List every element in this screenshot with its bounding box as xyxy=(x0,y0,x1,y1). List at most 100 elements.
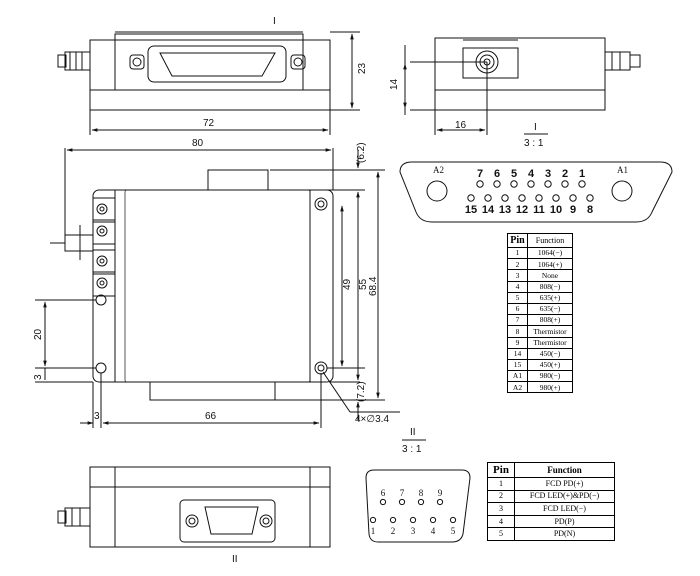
function-cell: FCD PD(+) xyxy=(514,477,615,491)
pin-number: 7 xyxy=(400,488,405,498)
function-cell: Thermistor xyxy=(527,336,573,349)
pin-cell: 14 xyxy=(507,347,528,360)
pin-number: 11 xyxy=(533,204,545,216)
pin-number: 1 xyxy=(579,168,585,180)
pin-number: 3 xyxy=(545,168,551,180)
pin-number: 2 xyxy=(562,168,568,180)
pin-number: 5 xyxy=(511,168,517,180)
pin-hole xyxy=(467,194,475,202)
dim-side-height: 14 xyxy=(389,78,400,90)
pin-hole xyxy=(535,194,543,202)
pin-hole xyxy=(586,194,594,202)
function-cell: None xyxy=(527,269,573,282)
dim-top-gap: (6.2) xyxy=(356,142,367,163)
connector-detail-1 xyxy=(399,161,673,223)
pin-hole xyxy=(569,194,577,202)
pin-cell: 7 xyxy=(507,314,528,327)
dim-main-inner-width: 66 xyxy=(205,411,217,422)
function-cell: 1064(+) xyxy=(527,258,573,271)
pin-cell: 9 xyxy=(507,336,528,349)
pin-cell: 3 xyxy=(487,502,515,516)
pin-number: 8 xyxy=(419,488,424,498)
pin-cell: 4 xyxy=(507,280,528,293)
pin-hole xyxy=(476,180,484,188)
function-cell: 450(+) xyxy=(527,358,573,372)
function-cell: 808(+) xyxy=(527,314,573,327)
side-view xyxy=(403,37,641,135)
pin-hole xyxy=(409,516,417,524)
pin-cell: 1 xyxy=(507,246,528,260)
pin-number: 12 xyxy=(516,204,528,216)
bottom-view xyxy=(57,466,331,548)
pin-cell: 5 xyxy=(507,291,528,304)
detail2-scale: 3 : 1 xyxy=(402,444,422,455)
pin-number: 8 xyxy=(587,204,593,216)
pin-hole xyxy=(501,194,509,202)
connector1-left-label: A2 xyxy=(433,165,444,175)
detail1-label: I xyxy=(534,122,537,133)
pin-hole xyxy=(544,180,552,188)
connector2-pin-holes xyxy=(369,498,457,524)
bottom-view-label: II xyxy=(232,554,238,565)
pin-number: 2 xyxy=(391,526,396,536)
pin-number: 1 xyxy=(371,526,376,536)
pin-number: 5 xyxy=(451,526,456,536)
dim-hole-pitch: 20 xyxy=(33,328,44,340)
pin-hole xyxy=(369,516,377,524)
function-cell: 980(−) xyxy=(527,370,573,383)
pin-number: 13 xyxy=(499,204,511,216)
pin-cell: 1 xyxy=(487,477,515,491)
function-cell: 980(+) xyxy=(527,381,573,394)
pin-cell: A1 xyxy=(507,370,528,383)
function-cell: FCD LED(−) xyxy=(514,502,615,516)
dim-top-width: 72 xyxy=(203,118,215,129)
dim-bottom-gap: (7.2) xyxy=(356,381,367,402)
pin-hole xyxy=(561,180,569,188)
pin-hole xyxy=(493,180,501,188)
dim-holes: 4×∅3.4 xyxy=(355,414,389,425)
top-view-label: I xyxy=(273,16,276,27)
pin-number: 9 xyxy=(438,488,443,498)
pin-hole xyxy=(578,180,586,188)
main-view xyxy=(35,148,400,428)
function-cell: Thermistor xyxy=(527,325,573,338)
pin-hole xyxy=(518,194,526,202)
pin-cell: 2 xyxy=(507,258,528,271)
pin-number: 15 xyxy=(465,204,477,216)
pin-hole xyxy=(436,498,444,506)
connector1-right-label: A1 xyxy=(617,165,628,175)
pin-hole xyxy=(389,516,397,524)
pin-cell: 6 xyxy=(507,302,528,316)
function-cell: PD(N) xyxy=(514,527,615,541)
top-view xyxy=(57,31,360,135)
pin-cell: 15 xyxy=(507,358,528,372)
function-cell: 635(+) xyxy=(527,291,573,304)
pin-hole xyxy=(398,498,406,506)
dim-offset-left: 3 xyxy=(94,411,100,422)
pin-number: 7 xyxy=(477,168,483,180)
pin-cell: 2 xyxy=(487,489,515,504)
function-cell: PD(P) xyxy=(514,514,615,529)
pin-number: 3 xyxy=(411,526,416,536)
dim-height-total: 68.4 xyxy=(368,276,379,296)
connector1-pin-holes xyxy=(467,180,594,202)
dim-height-inner: 49 xyxy=(342,278,353,290)
pin-number: 9 xyxy=(570,204,576,216)
connector-detail-2 xyxy=(365,469,471,543)
